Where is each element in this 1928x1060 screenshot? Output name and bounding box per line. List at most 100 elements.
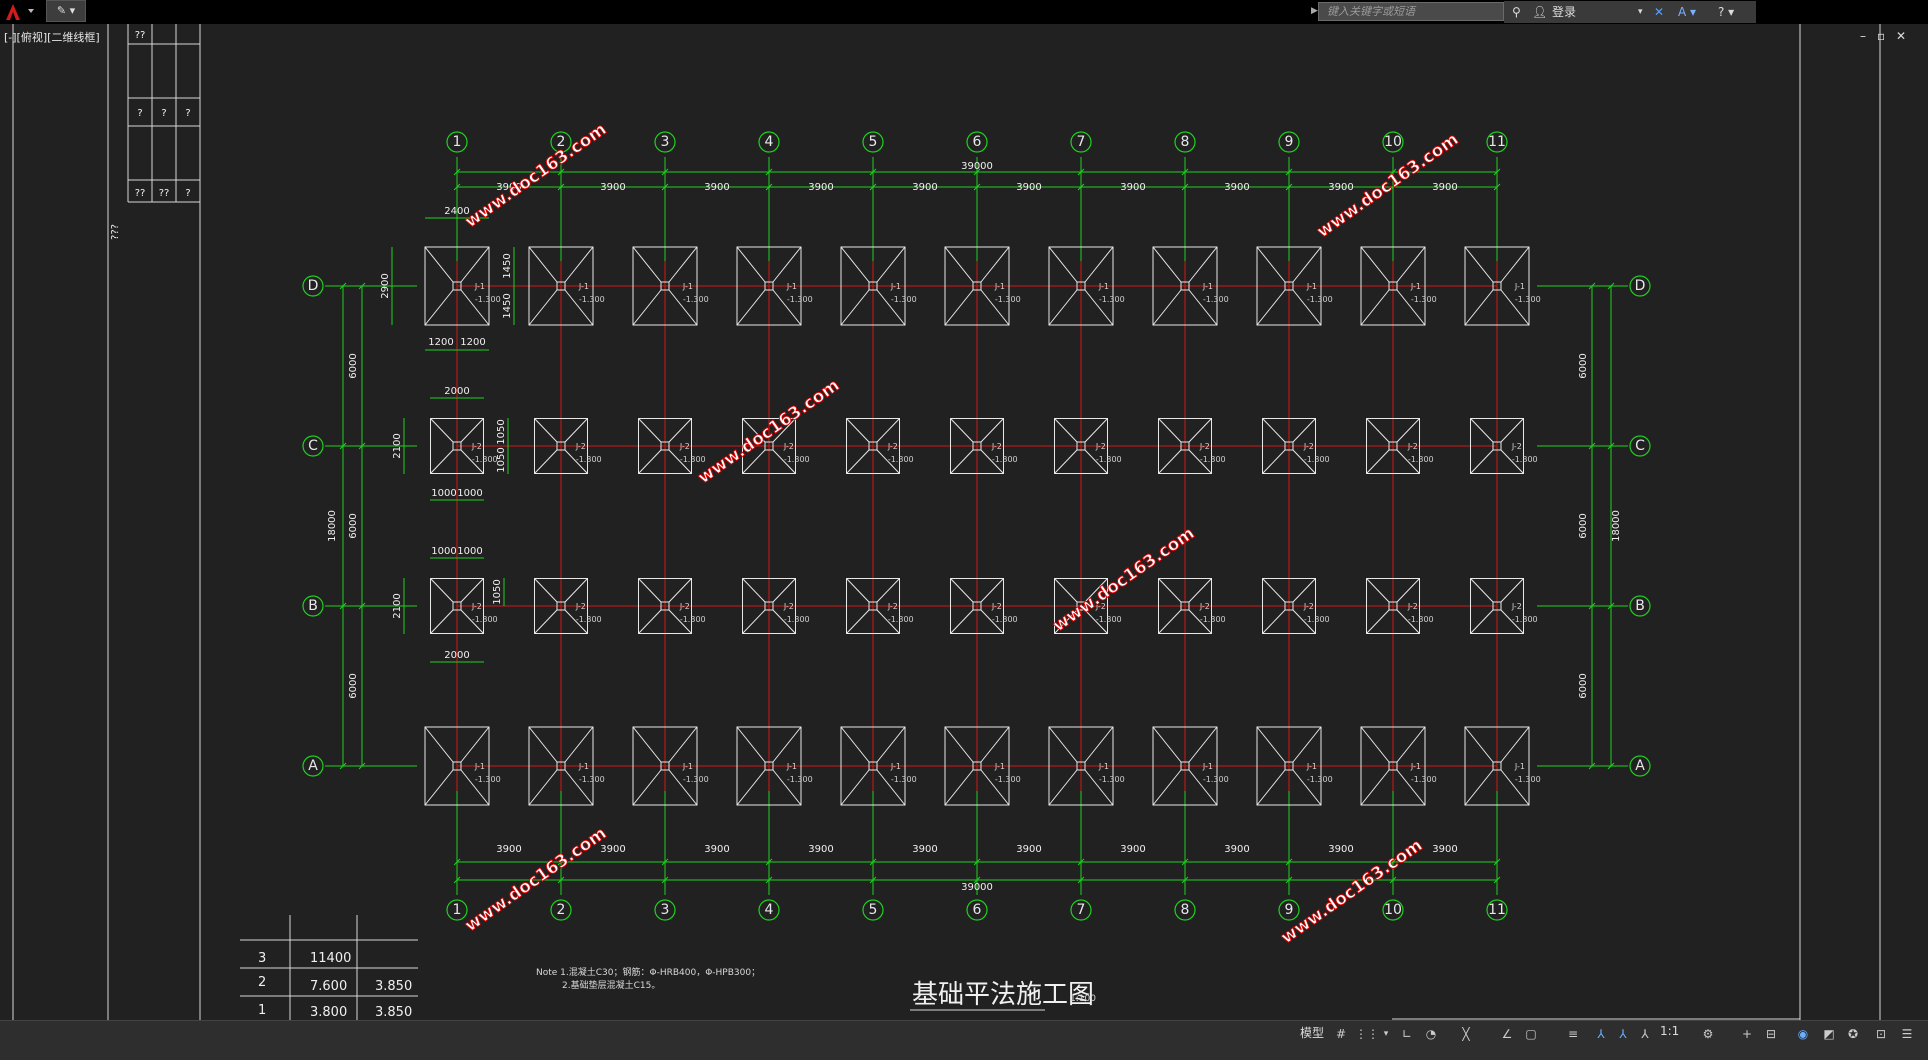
footing: J-2-1.300: [1054, 578, 1122, 634]
slope-line: [668, 449, 692, 474]
slope-line: [772, 578, 796, 603]
quick-properties-icon[interactable]: ◉: [1797, 1027, 1809, 1041]
column-axis-bubble-top-label: 10: [1384, 134, 1402, 150]
footing-label: J-1: [682, 282, 693, 291]
annotation-visibility-icon[interactable]: ⅄: [1597, 1027, 1605, 1041]
slope-line: [528, 769, 558, 806]
footing: J-1-1.300: [1360, 726, 1437, 806]
footing-elevation: -1.300: [472, 455, 498, 464]
ortho-icon[interactable]: ∟: [1401, 1027, 1413, 1041]
snap-icon[interactable]: ⋮⋮: [1355, 1027, 1379, 1041]
slope-line: [638, 418, 662, 443]
dimension-tick: [1389, 168, 1397, 176]
slope-line: [1396, 769, 1426, 806]
dimension-tick: [1588, 602, 1596, 610]
level-height: 3.850: [375, 1005, 412, 1020]
span-dimension-text: 6000: [348, 513, 359, 538]
footing: J-2-1.300: [846, 578, 914, 634]
slope-line: [1152, 769, 1182, 806]
isolate-objects-icon[interactable]: ◩: [1823, 1027, 1835, 1041]
column-pedestal: [660, 601, 670, 611]
slope-line: [1360, 769, 1390, 806]
slope-line: [980, 246, 1010, 283]
clean-screen-icon[interactable]: ⊡: [1875, 1027, 1887, 1041]
help-icon[interactable]: ? ▾: [1718, 5, 1735, 19]
footing: J-1-1.300: [840, 246, 917, 326]
annotation-monitor-icon[interactable]: +: [1741, 1027, 1753, 1041]
polar-icon[interactable]: ◔: [1425, 1027, 1437, 1041]
object-snap-tracking-icon[interactable]: ∠: [1501, 1027, 1513, 1041]
slope-line: [1262, 578, 1286, 603]
drawing-minimize-button[interactable]: –: [1860, 29, 1866, 43]
footing-label: J-1: [1306, 282, 1317, 291]
dimension-tick: [1588, 282, 1596, 290]
slope-line: [950, 418, 974, 443]
customization-menu-icon[interactable]: ☰: [1901, 1027, 1913, 1041]
model-tab-button[interactable]: 模型: [1300, 1026, 1325, 1040]
snap-dropdown-icon[interactable]: ▾: [1383, 1029, 1389, 1039]
slope-line: [1188, 418, 1212, 443]
span-dimension-text: 3900: [1120, 182, 1145, 193]
drawing-restore-button[interactable]: ▫: [1877, 29, 1886, 43]
span-dimension-text: 3900: [1224, 182, 1249, 193]
x-exchange-icon[interactable]: ✕: [1654, 5, 1665, 19]
slope-line: [1158, 578, 1182, 603]
search-input[interactable]: 键入关键字或短语: [1318, 2, 1504, 21]
footing-elevation: -1.300: [1512, 615, 1538, 624]
footing-elevation: -1.300: [992, 615, 1018, 624]
detail-dim-text: 1050: [496, 419, 507, 444]
object-snap-icon[interactable]: ▢: [1525, 1027, 1537, 1041]
search-expand-icon[interactable]: ▶: [1311, 6, 1318, 16]
dimension-tick: [453, 876, 461, 884]
slope-line: [736, 246, 766, 283]
column-pedestal: [1076, 761, 1086, 771]
dimension-tick: [1181, 858, 1189, 866]
workspace-gear-icon[interactable]: ⚙: [1702, 1027, 1714, 1041]
login-button[interactable]: 登录: [1552, 5, 1577, 19]
slope-line: [668, 726, 698, 763]
column-axis-bubble-top-circle: [446, 131, 468, 153]
auto-scale-icon[interactable]: ⅄: [1619, 1027, 1627, 1041]
annotation-scale-icon[interactable]: ⅄: [1641, 1027, 1649, 1041]
footing-label: J-2: [1407, 442, 1418, 451]
login-dropdown-icon[interactable]: ▾: [1638, 7, 1643, 17]
binoculars-icon[interactable]: ⚲: [1512, 5, 1521, 19]
isodraft-icon[interactable]: ╳: [1462, 1027, 1470, 1041]
slope-line: [564, 609, 588, 634]
dimension-tick: [973, 168, 981, 176]
footing-label: J-1: [1514, 282, 1525, 291]
slope-line: [772, 449, 796, 474]
quick-access-toolbar-button[interactable]: ✎ ▾: [46, 0, 86, 22]
footing: J-1-1.300: [632, 246, 709, 326]
user-icon[interactable]: 👤︎: [1532, 5, 1548, 19]
dimension-tick: [1607, 602, 1615, 610]
column-pedestal: [868, 281, 878, 291]
total-dimension-text: 39000: [961, 882, 993, 893]
grid-icon[interactable]: #: [1335, 1027, 1347, 1041]
annotation-scale-button[interactable]: 1:1: [1660, 1024, 1680, 1038]
general-notes-line1: Note 1.混凝土C30；钢筋：Φ-HRB400，Φ-HPB300；: [536, 966, 760, 978]
detail-dim-text: 1050: [492, 579, 503, 604]
slope-line: [1396, 418, 1420, 443]
a360-icon[interactable]: A ▾: [1678, 5, 1697, 19]
dimension-tick: [1285, 183, 1293, 191]
drawing-close-button[interactable]: ✕: [1896, 29, 1907, 43]
slope-line: [460, 418, 484, 443]
detail-dim-text: 1000: [457, 488, 482, 499]
slope-line: [430, 609, 454, 634]
lineweight-icon[interactable]: ≡: [1567, 1027, 1579, 1041]
units-icon[interactable]: ⊟: [1765, 1027, 1777, 1041]
row-axis-bubble-right-circle: [1629, 595, 1651, 617]
viewport-controls-label[interactable]: [-][俯视][二维线框]: [4, 31, 100, 44]
autocad-logo-icon[interactable]: [2, 0, 38, 24]
hardware-acceleration-icon[interactable]: ✪: [1847, 1027, 1859, 1041]
column-axis-bubble-bottom-label: 3: [661, 902, 670, 918]
dimension-tick: [339, 282, 347, 290]
slope-line: [1396, 578, 1420, 603]
level-height: 3.850: [375, 979, 412, 994]
footing-label: J-1: [1202, 762, 1213, 771]
span-dimension-text: 3900: [808, 844, 833, 855]
span-dimension-text: 3900: [808, 182, 833, 193]
footing: J-2-1.300: [638, 418, 706, 474]
